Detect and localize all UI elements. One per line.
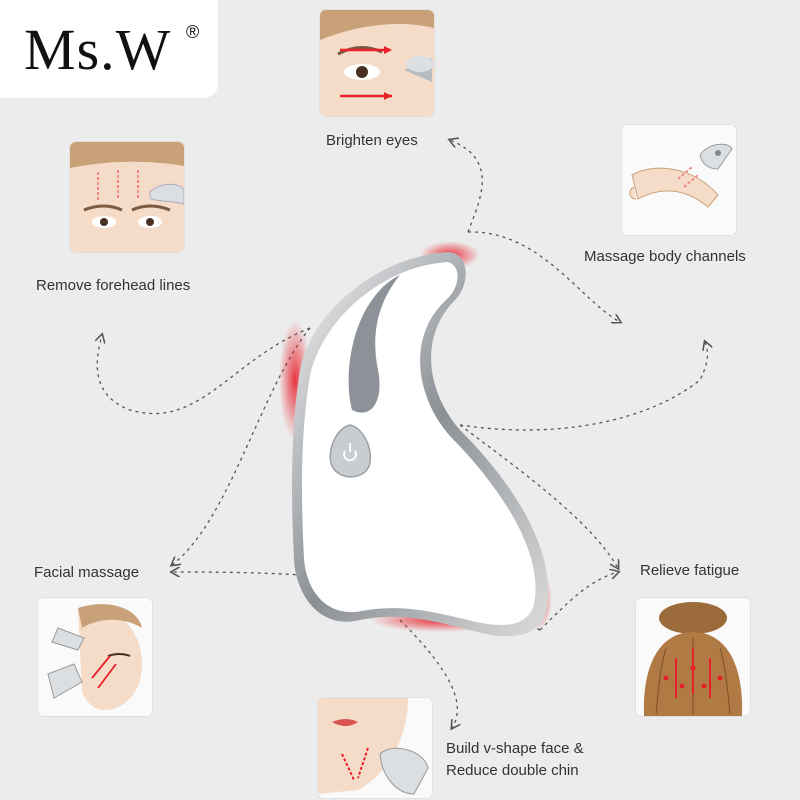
brand-logo: Ms.W ® bbox=[0, 0, 218, 98]
body-channels-image bbox=[622, 125, 736, 235]
arrow-to-brighten-eyes bbox=[450, 140, 483, 233]
power-icon bbox=[343, 443, 357, 462]
facial-massage-image bbox=[38, 598, 152, 716]
registered-mark: ® bbox=[186, 22, 200, 42]
relieve-fatigue-image bbox=[636, 598, 750, 716]
facial-massage-label: Facial massage bbox=[34, 564, 140, 581]
forehead-lines-image bbox=[70, 142, 184, 252]
arrow-to-facial-massage bbox=[172, 327, 311, 565]
vshape-label-line1: Build v-shape face & bbox=[446, 740, 584, 757]
arrow-to-body-channels bbox=[467, 231, 620, 322]
brighten-eyes-image bbox=[320, 10, 434, 116]
brighten-eyes-label: Brighten eyes bbox=[326, 132, 418, 149]
arrow-to-relieve-fatigue bbox=[459, 424, 618, 568]
brand-name: Ms.W bbox=[24, 17, 172, 82]
device-groove bbox=[348, 275, 400, 413]
relieve-fatigue-label: Relieve fatigue bbox=[640, 562, 740, 579]
vshape-face-image bbox=[318, 698, 432, 798]
body-channels-label: Massage body channels bbox=[584, 248, 746, 265]
vshape-label: Build v-shape face & Reduce double chin bbox=[446, 738, 584, 782]
forehead-lines-label: Remove forehead lines bbox=[36, 277, 191, 294]
vshape-label-line2: Reduce double chin bbox=[446, 762, 579, 779]
arrow-to-relieve-fatigue-top bbox=[459, 342, 707, 431]
